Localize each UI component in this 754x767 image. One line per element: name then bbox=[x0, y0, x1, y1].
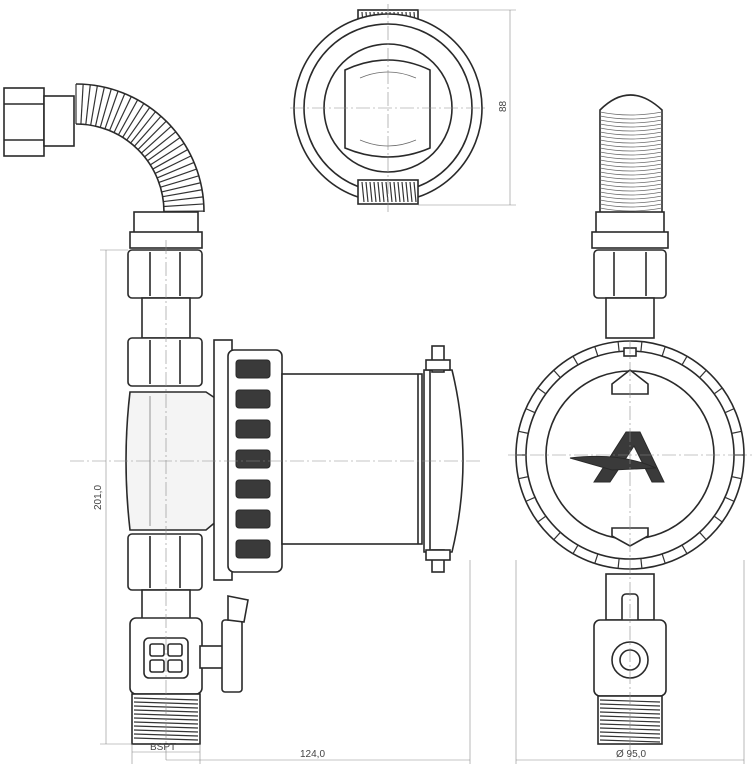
dim-total-height: 201,0 bbox=[93, 485, 104, 510]
front-view bbox=[508, 94, 752, 764]
dim-side-width: 124,0 bbox=[300, 749, 325, 760]
dim-diameter: Ø 95,0 bbox=[616, 749, 646, 760]
side-view bbox=[3, 83, 480, 764]
top-view bbox=[290, 4, 516, 212]
dim-thread-bspt: BSPT bbox=[150, 742, 176, 753]
dim-top-height: 88 bbox=[498, 100, 509, 112]
